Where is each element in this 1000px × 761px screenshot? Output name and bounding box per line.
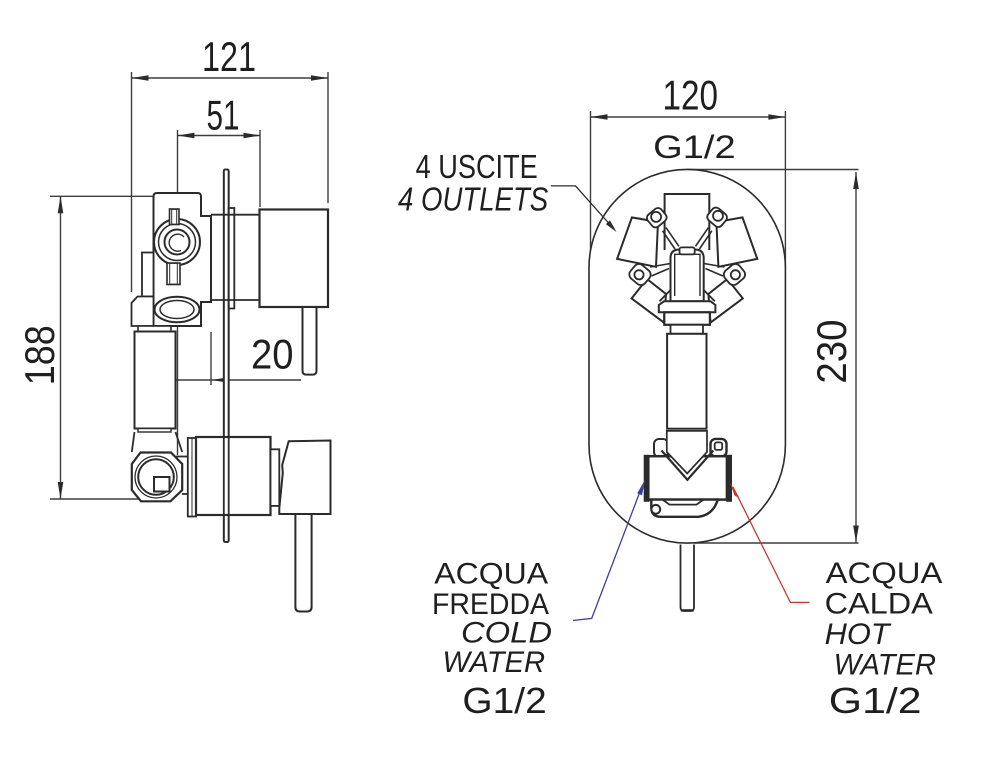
svg-text:4 USCITE: 4 USCITE [416, 148, 538, 185]
svg-text:WATER: WATER [834, 648, 936, 681]
svg-text:WATER: WATER [443, 646, 546, 679]
svg-text:ACQUA: ACQUA [826, 557, 943, 590]
svg-text:ACQUA: ACQUA [434, 558, 548, 591]
svg-text:120: 120 [663, 72, 719, 119]
svg-text:230: 230 [808, 320, 855, 384]
svg-text:G1/2: G1/2 [462, 680, 546, 721]
svg-text:FREDDA: FREDDA [432, 588, 549, 621]
svg-text:G1/2: G1/2 [829, 680, 922, 721]
svg-text:20: 20 [251, 330, 294, 377]
svg-text:188: 188 [16, 325, 63, 385]
svg-text:COLD: COLD [461, 617, 552, 650]
svg-text:G1/2: G1/2 [653, 129, 735, 165]
svg-text:4 OUTLETS: 4 OUTLETS [398, 181, 548, 218]
svg-text:121: 121 [202, 33, 256, 80]
svg-text:CALDA: CALDA [825, 588, 933, 621]
svg-text:51: 51 [207, 92, 240, 139]
svg-text:HOT: HOT [825, 618, 893, 651]
